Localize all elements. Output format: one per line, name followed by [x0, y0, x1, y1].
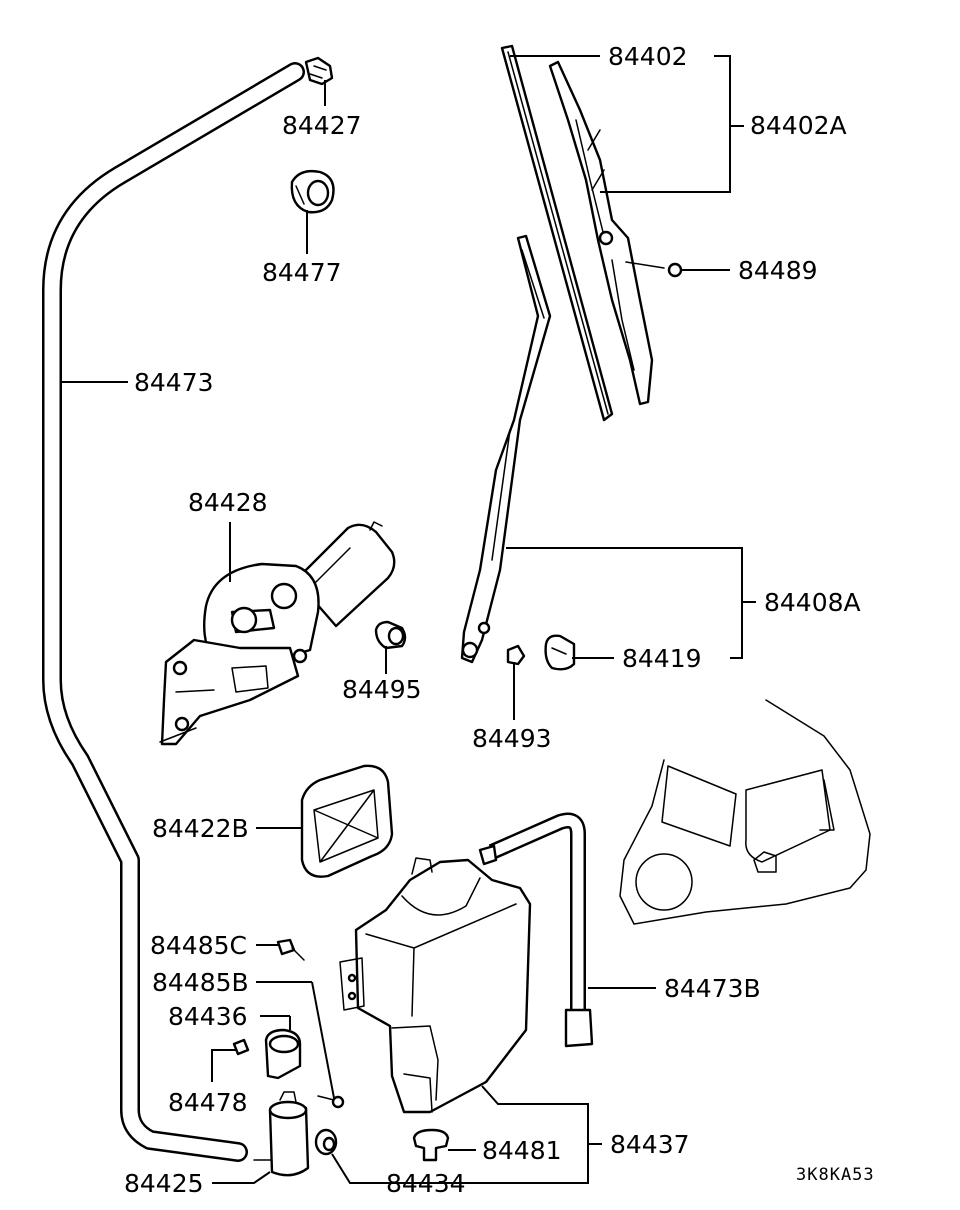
- blade-frame-84402A: [548, 60, 654, 406]
- cap-84481: [412, 1128, 450, 1162]
- washer-tank-84437: [339, 857, 532, 1114]
- vehicle-location-sketch: [619, 699, 871, 925]
- bushing-84495: [374, 620, 407, 650]
- washer-hose-84473: [42, 62, 305, 1162]
- label-84473B: 84473B: [664, 974, 761, 1003]
- hose-clip-84427: [304, 56, 334, 86]
- label-84485C: 84485C: [150, 931, 247, 960]
- wiper-motor-84428: [159, 521, 396, 746]
- label-84478: 84478: [168, 1088, 248, 1117]
- label-84485B: 84485B: [152, 968, 249, 997]
- cap-84419: [544, 634, 576, 671]
- washer-pump-84425: [253, 1091, 310, 1177]
- label-84402A: 84402A: [750, 111, 847, 140]
- label-84481: 84481: [482, 1136, 562, 1165]
- wiper-blade-84402: [500, 44, 614, 422]
- bolt-84489: [625, 261, 683, 278]
- bolt-84478: [232, 1038, 250, 1056]
- bolt-84485C: [276, 938, 305, 961]
- label-84408A: 84408A: [764, 588, 861, 617]
- nut-84493: [506, 644, 526, 666]
- cover-84422B: [300, 764, 394, 878]
- label-84428: 84428: [188, 488, 268, 517]
- label-84422B: 84422B: [152, 814, 249, 843]
- label-84434: 84434: [386, 1169, 466, 1198]
- label-84402: 84402: [608, 42, 688, 71]
- label-84489: 84489: [738, 256, 818, 285]
- bracket-84436: [264, 1028, 302, 1080]
- wiper-arm-84408A: [460, 234, 552, 664]
- label-84425: 84425: [124, 1169, 204, 1198]
- label-84477: 84477: [262, 258, 342, 287]
- label-84436: 84436: [168, 1002, 248, 1031]
- label-84427: 84427: [282, 111, 362, 140]
- reference-code: 3K8KA53: [796, 1165, 875, 1185]
- label-84493: 84493: [472, 724, 552, 753]
- label-84473: 84473: [134, 368, 214, 397]
- tank-hose-84473B: [478, 812, 594, 1048]
- label-84495: 84495: [342, 675, 422, 704]
- grommet-84477: [290, 169, 335, 214]
- screw-84485B: [317, 1095, 345, 1109]
- label-84437: 84437: [610, 1130, 690, 1159]
- label-84419: 84419: [622, 644, 702, 673]
- leader-lines: [60, 55, 756, 1184]
- grommet-84434: [314, 1128, 338, 1156]
